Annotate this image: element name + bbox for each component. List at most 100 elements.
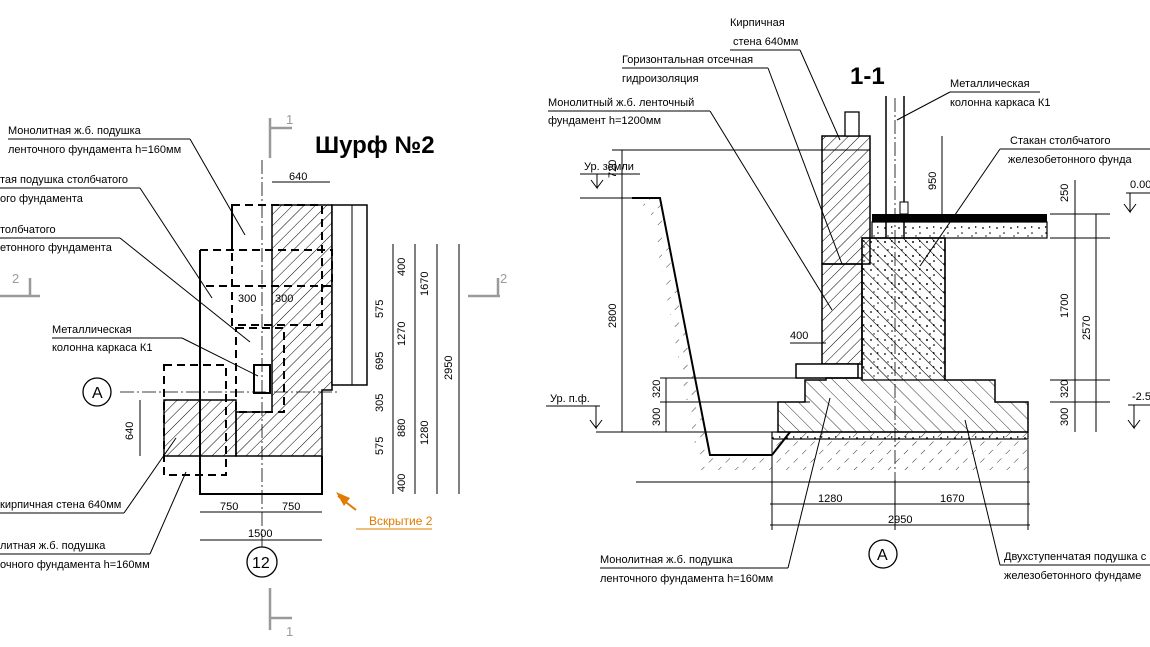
callout-strip-pad-section: Монолитная ж.б. подушка ленточного фунда… xyxy=(600,397,831,585)
callout-strip-pad: Монолитная ж.б. подушка ленточного фунда… xyxy=(8,125,246,236)
svg-text:0.00: 0.00 xyxy=(1130,179,1150,191)
svg-text:1: 1 xyxy=(286,624,293,639)
svg-text:етонного фундамента: етонного фундамента xyxy=(0,242,113,254)
level-ground: Ур. земли xyxy=(580,161,640,199)
svg-text:Двухступенчатая подушка с: Двухступенчатая подушка с xyxy=(1004,551,1147,563)
svg-text:литная ж.б. подушка: литная ж.б. подушка xyxy=(0,540,106,552)
svg-text:тая подушка столбчатого: тая подушка столбчатого xyxy=(0,174,128,186)
svg-text:Металлическая: Металлическая xyxy=(950,78,1030,90)
svg-text:-2.5: -2.5 xyxy=(1132,391,1150,403)
svg-text:Монолитная ж.б. подушка: Монолитная ж.б. подушка xyxy=(600,554,734,566)
svg-text:575: 575 xyxy=(374,300,386,318)
callout-column-pad: тая подушка столбчатого ого фундамента xyxy=(0,174,213,299)
section-title: 1-1 xyxy=(850,63,885,90)
callout-column-foundation: толбчатого етонного фундамента xyxy=(0,224,251,343)
svg-text:2950: 2950 xyxy=(443,356,455,380)
opening-label: Вскрытие 2 xyxy=(369,514,433,528)
section-dims-left: 720 2800 320 300 400 950 xyxy=(607,136,943,432)
svg-text:640: 640 xyxy=(289,171,307,183)
svg-text:300: 300 xyxy=(651,408,663,426)
callout-cup: Стакан столбчатого железобетонного фунда xyxy=(919,135,1150,267)
svg-text:кирпичная стена 640мм: кирпичная стена 640мм xyxy=(0,499,121,511)
svg-text:400: 400 xyxy=(396,258,408,276)
svg-text:железобетонного фундаме: железобетонного фундаме xyxy=(1004,570,1141,582)
axis-a-plan: A xyxy=(92,385,103,402)
svg-text:400: 400 xyxy=(790,330,808,342)
svg-text:2800: 2800 xyxy=(607,304,619,328)
plan-shurf-2: Шурф №2 1 1 2 2 xyxy=(0,112,507,639)
svg-text:720: 720 xyxy=(607,160,619,178)
svg-text:1270: 1270 xyxy=(396,322,408,346)
svg-text:305: 305 xyxy=(374,394,386,412)
svg-text:Кирпичная: Кирпичная xyxy=(730,17,785,29)
svg-text:2: 2 xyxy=(12,271,19,286)
svg-text:750: 750 xyxy=(220,501,238,513)
callout-column-section: Металлическая колонна каркаса К1 xyxy=(896,78,1050,121)
section-mark-bottom: 1 xyxy=(268,588,293,639)
soil xyxy=(632,198,1030,470)
svg-text:1500: 1500 xyxy=(248,528,272,540)
axis-a-section: A xyxy=(877,547,888,564)
svg-text:695: 695 xyxy=(374,352,386,370)
svg-text:колонна каркаса К1: колонна каркаса К1 xyxy=(52,342,152,354)
level-zero: 0.00 xyxy=(1123,179,1150,214)
svg-text:Монолитный ж.б. ленточный: Монолитный ж.б. ленточный xyxy=(548,97,694,109)
svg-text:1670: 1670 xyxy=(419,272,431,296)
svg-text:950: 950 xyxy=(927,172,939,190)
svg-text:фундамент h=1200мм: фундамент h=1200мм xyxy=(548,115,661,127)
svg-text:толбчатого: толбчатого xyxy=(0,224,56,236)
level-floor: Ур. п.ф. xyxy=(546,393,772,433)
svg-text:1280: 1280 xyxy=(419,421,431,445)
section-mark-left: 2 xyxy=(0,271,40,298)
svg-text:2: 2 xyxy=(500,271,507,286)
svg-text:Ур. п.ф.: Ур. п.ф. xyxy=(550,393,590,405)
svg-text:1670: 1670 xyxy=(940,493,964,505)
svg-text:Металлическая: Металлическая xyxy=(52,324,132,336)
svg-text:Горизонтальная отсечная: Горизонтальная отсечная xyxy=(622,54,753,66)
svg-text:Монолитная ж.б. подушка: Монолитная ж.б. подушка xyxy=(8,125,142,137)
svg-text:1700: 1700 xyxy=(1059,294,1071,318)
callout-column: Металлическая колонна каркаса К1 xyxy=(52,324,259,377)
svg-text:колонна каркаса К1: колонна каркаса К1 xyxy=(950,97,1050,109)
callout-strip-foundation: Монолитный ж.б. ленточный фундамент h=12… xyxy=(548,97,833,311)
svg-text:очного фундамента h=160мм: очного фундамента h=160мм xyxy=(0,559,150,571)
section-mark-top: 1 xyxy=(268,112,293,158)
svg-text:стена 640мм: стена 640мм xyxy=(733,36,798,48)
svg-text:320: 320 xyxy=(651,380,663,398)
axis-12: 12 xyxy=(252,555,270,572)
svg-text:Ур. земли: Ур. земли xyxy=(584,161,634,173)
svg-text:320: 320 xyxy=(1059,380,1071,398)
svg-text:ленточного фундамента h=160мм: ленточного фундамента h=160мм xyxy=(8,144,181,156)
level-minus: -2.5 xyxy=(1127,391,1150,430)
svg-text:880: 880 xyxy=(396,419,408,437)
section-dims-bottom: 1280 1670 2950 xyxy=(636,440,1030,530)
svg-text:железобетонного фунда: железобетонного фунда xyxy=(1008,154,1133,166)
svg-text:1: 1 xyxy=(286,112,293,127)
svg-text:1280: 1280 xyxy=(818,493,842,505)
svg-text:250: 250 xyxy=(1059,184,1071,202)
plan-title: Шурф №2 xyxy=(315,132,435,159)
svg-text:300: 300 xyxy=(275,293,293,305)
brick-wall-plan xyxy=(235,204,333,457)
svg-text:Стакан столбчатого: Стакан столбчатого xyxy=(1010,135,1110,147)
svg-text:ого фундамента: ого фундамента xyxy=(0,193,84,205)
section-1-1: 1-1 Ур. земли У xyxy=(546,17,1150,585)
svg-text:640: 640 xyxy=(124,422,136,440)
svg-text:300: 300 xyxy=(1059,408,1071,426)
svg-text:2950: 2950 xyxy=(888,514,912,526)
svg-text:300: 300 xyxy=(238,293,256,305)
svg-text:ленточного фундамента h=160мм: ленточного фундамента h=160мм xyxy=(600,573,773,585)
svg-text:400: 400 xyxy=(396,474,408,492)
callout-strip-pad-bottom: литная ж.б. подушка очного фундамента h=… xyxy=(0,471,187,571)
callout-waterproofing: Горизонтальная отсечная гидроизоляция xyxy=(622,54,843,265)
svg-text:750: 750 xyxy=(282,501,300,513)
svg-text:гидроизоляция: гидроизоляция xyxy=(622,73,699,85)
svg-text:2570: 2570 xyxy=(1081,316,1093,340)
svg-text:575: 575 xyxy=(374,437,386,455)
callout-brick-wall-section: Кирпичная стена 640мм xyxy=(730,17,841,141)
section-dims-right: 250 1700 2570 320 300 xyxy=(1050,180,1110,432)
section-mark-right: 2 xyxy=(468,271,507,298)
plan-dimensions: 640 300 300 400 575 695 305 575 400 1270… xyxy=(124,171,460,541)
callout-two-step-pad: Двухступенчатая подушка с железобетонног… xyxy=(964,419,1150,582)
callout-brick-wall: кирпичная стена 640мм xyxy=(0,437,177,514)
